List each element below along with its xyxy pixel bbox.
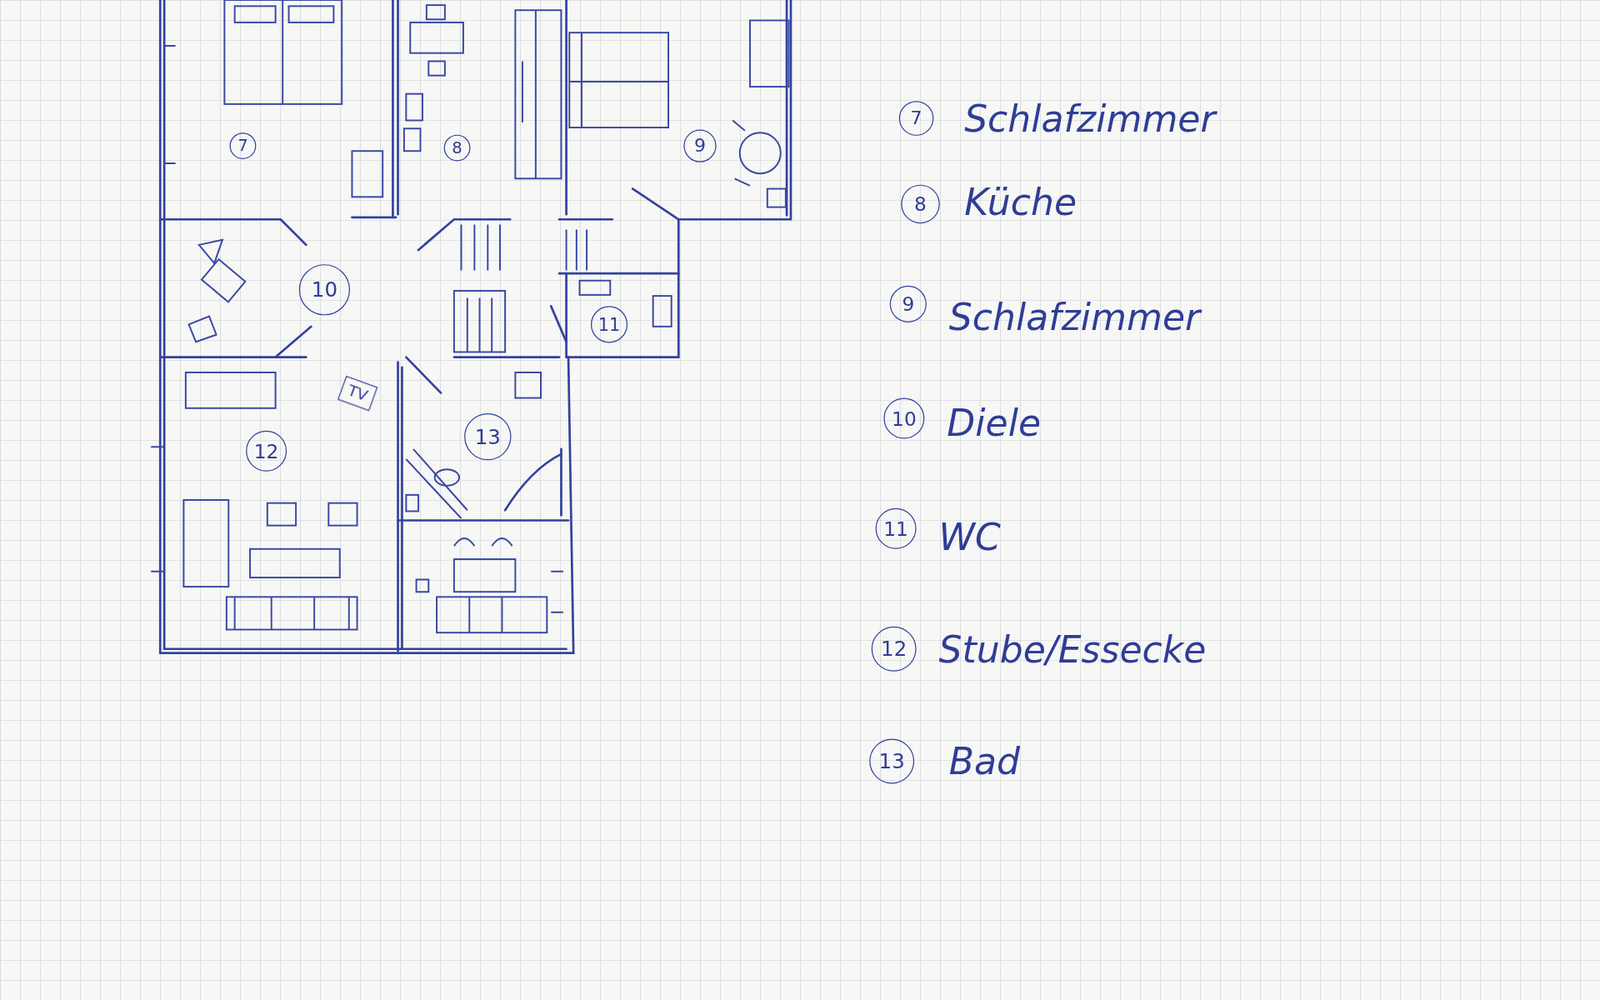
room-number-circle: 9 xyxy=(890,285,927,323)
callout-number: 12 xyxy=(880,639,907,660)
callout-number: 12 xyxy=(254,441,280,461)
room-number-circle: 9 xyxy=(683,130,716,163)
callout-number: 10 xyxy=(311,280,338,300)
callout-number: 8 xyxy=(451,140,462,157)
room-number-circle: 7 xyxy=(899,100,935,136)
room-number-circle: 12 xyxy=(245,430,287,472)
callout-number: 13 xyxy=(879,750,905,771)
callout-number: TV xyxy=(345,382,370,404)
legend-text: Stube/Essecke xyxy=(939,628,1207,670)
legend-text: Bad xyxy=(949,740,1020,782)
room-number-circle: 13 xyxy=(464,413,511,460)
callout-number: 7 xyxy=(910,109,923,128)
legend-text: Schlafzimmer xyxy=(949,295,1200,337)
walls xyxy=(160,0,791,654)
callout-number: 10 xyxy=(891,408,917,428)
room-number-circle: 8 xyxy=(900,185,940,225)
room-number-circle: 12 xyxy=(871,626,917,672)
legend-text: Schlafzimmer xyxy=(964,97,1215,140)
legend-entry: Küche xyxy=(964,180,1077,223)
legend-text: Diele xyxy=(946,401,1041,444)
room-number-circle: 10 xyxy=(883,398,925,440)
room-number-circle: 10 xyxy=(299,264,350,315)
furniture xyxy=(150,0,789,633)
legend-entry: WC xyxy=(939,515,1001,558)
room-number-circle: 8 xyxy=(444,135,471,162)
legend-entry: Stube/Essecke xyxy=(939,628,1207,670)
room-number-circle: 11 xyxy=(875,508,917,550)
room-number-circle: 11 xyxy=(590,305,628,343)
legend-text: Küche xyxy=(964,180,1077,223)
callout-number: 8 xyxy=(914,194,927,214)
room-number-circle: 13 xyxy=(869,739,915,785)
callout-number: 13 xyxy=(475,426,501,447)
callout-number: 11 xyxy=(598,315,620,334)
callout-number: 9 xyxy=(694,136,706,155)
callout-number: 9 xyxy=(901,294,915,314)
callout-number: 7 xyxy=(237,137,248,155)
callout-number: 11 xyxy=(883,519,909,539)
legend-text: WC xyxy=(939,515,1001,558)
legend-entry: Diele xyxy=(946,401,1041,444)
legend-entry: Schlafzimmer xyxy=(964,97,1215,140)
room-number-circle: 7 xyxy=(230,132,257,160)
legend-entry: Schlafzimmer xyxy=(949,295,1200,337)
legend-entry: Bad xyxy=(949,740,1020,782)
